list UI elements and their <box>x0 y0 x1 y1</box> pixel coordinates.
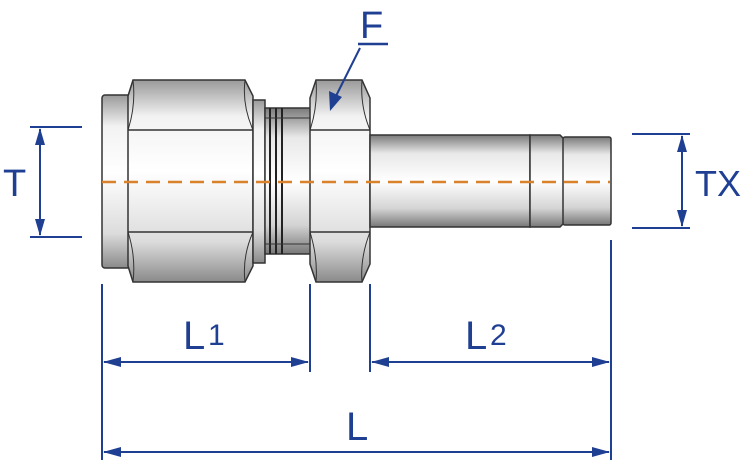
label-F: F <box>360 5 383 47</box>
dimension-L2 <box>369 240 612 460</box>
label-L2-subscript: 2 <box>490 319 507 352</box>
label-TX: TX <box>695 163 741 204</box>
dimension-L <box>103 447 610 457</box>
label-F-leader <box>329 47 361 111</box>
dimension-T <box>30 126 82 238</box>
label-L1-subscript: 1 <box>208 319 225 352</box>
small-hex-nut <box>309 79 371 283</box>
dimension-TX <box>632 133 690 229</box>
label-L: L <box>346 405 368 449</box>
label-L1: L <box>183 314 205 358</box>
dimension-L1 <box>101 284 311 460</box>
label-T: T <box>3 163 26 205</box>
label-L2: L <box>465 314 487 358</box>
